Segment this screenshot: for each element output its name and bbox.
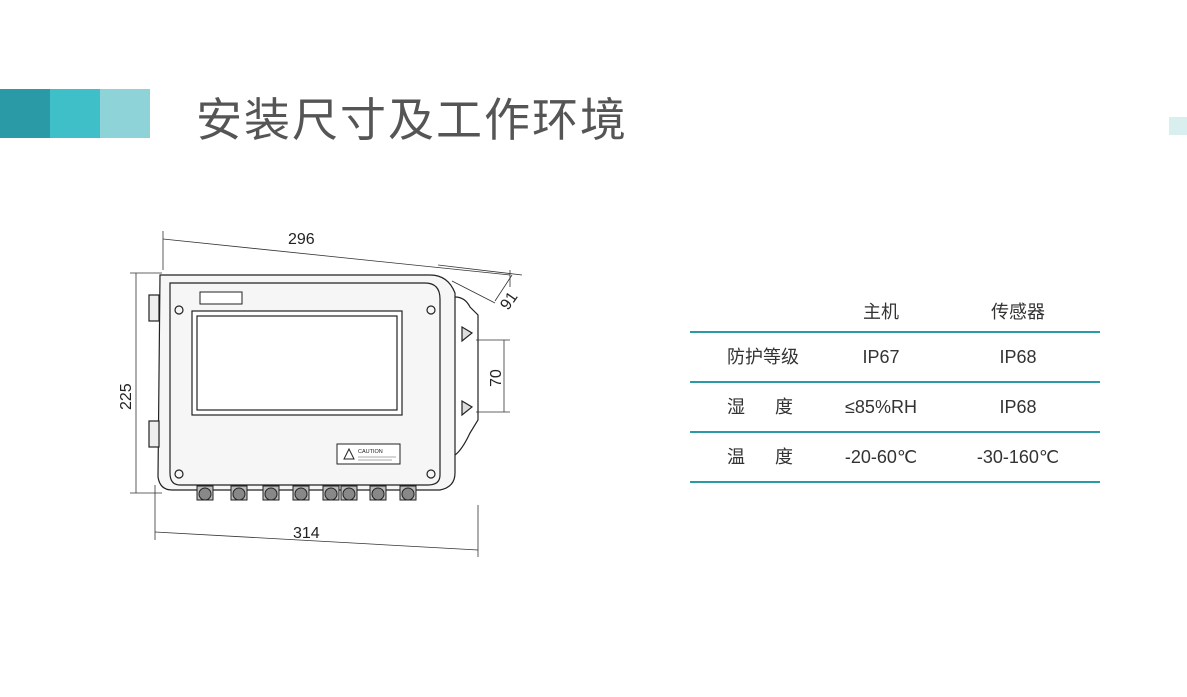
dim-height-label: 225	[118, 383, 135, 410]
dim-height	[130, 272, 162, 494]
dim-bottom-width	[154, 485, 479, 557]
dim-depth	[437, 264, 523, 304]
header-host: 主机	[863, 302, 899, 322]
accent-block-light	[100, 89, 150, 138]
accent-block-dark	[0, 89, 50, 138]
caution-label: CAUTION	[336, 443, 401, 465]
row-host-value: -20-60℃	[844, 447, 918, 467]
row-sensor-value: IP68	[999, 397, 1037, 417]
page-title: 安装尺寸及工作环境	[196, 93, 628, 147]
spec-table: 主机 传感器 防护等级 IP67 IP68 湿 度 ≤85%RH IP68 温 …	[690, 296, 1100, 483]
table-row: 温 度 -20-60℃ -30-160℃	[690, 431, 1100, 483]
header-sensor: 传感器	[991, 302, 1045, 322]
corner-decoration	[1169, 117, 1187, 135]
row-host-value: ≤85%RH	[845, 397, 917, 417]
caution-text: CAUTION	[358, 449, 383, 455]
table-row: 湿 度 ≤85%RH IP68	[690, 381, 1100, 431]
spec-table-header: 主机 传感器	[690, 296, 1100, 331]
accent-block-mid	[50, 89, 100, 138]
row-label: 湿 度	[727, 397, 794, 417]
dim-bottom-width-label: 314	[293, 525, 320, 542]
device-dimension-drawing: 296 91 225 314 70	[118, 231, 523, 557]
cable-glands	[196, 485, 417, 501]
row-sensor-value: IP68	[999, 347, 1037, 367]
row-label: 防护等级	[727, 347, 799, 367]
logo-plate	[199, 291, 243, 305]
display-window	[191, 310, 403, 416]
dim-mount	[476, 339, 510, 413]
dim-top-width-label: 296	[288, 231, 315, 248]
row-sensor-value: -30-160℃	[976, 447, 1060, 467]
row-label: 温 度	[727, 447, 794, 467]
row-host-value: IP67	[862, 347, 900, 367]
dim-mount-label: 70	[488, 369, 505, 387]
table-row: 防护等级 IP67 IP68	[690, 331, 1100, 381]
